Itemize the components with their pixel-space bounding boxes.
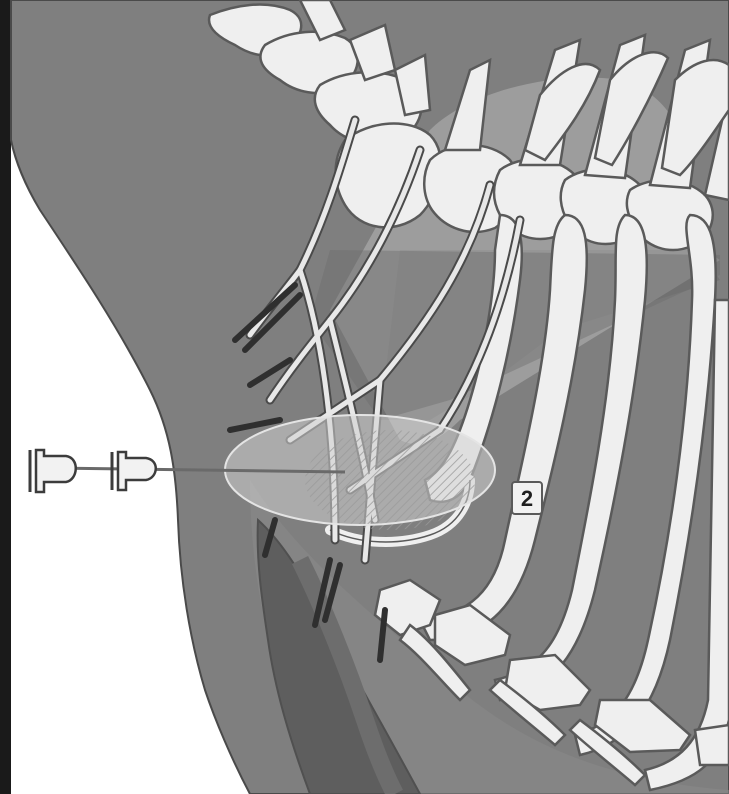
rib-label: 2 <box>512 482 542 514</box>
frame-edge <box>0 0 11 794</box>
injection-target-hatch <box>305 430 475 530</box>
sternebra-5 <box>695 725 729 765</box>
rib-label-text: 2 <box>521 486 533 511</box>
